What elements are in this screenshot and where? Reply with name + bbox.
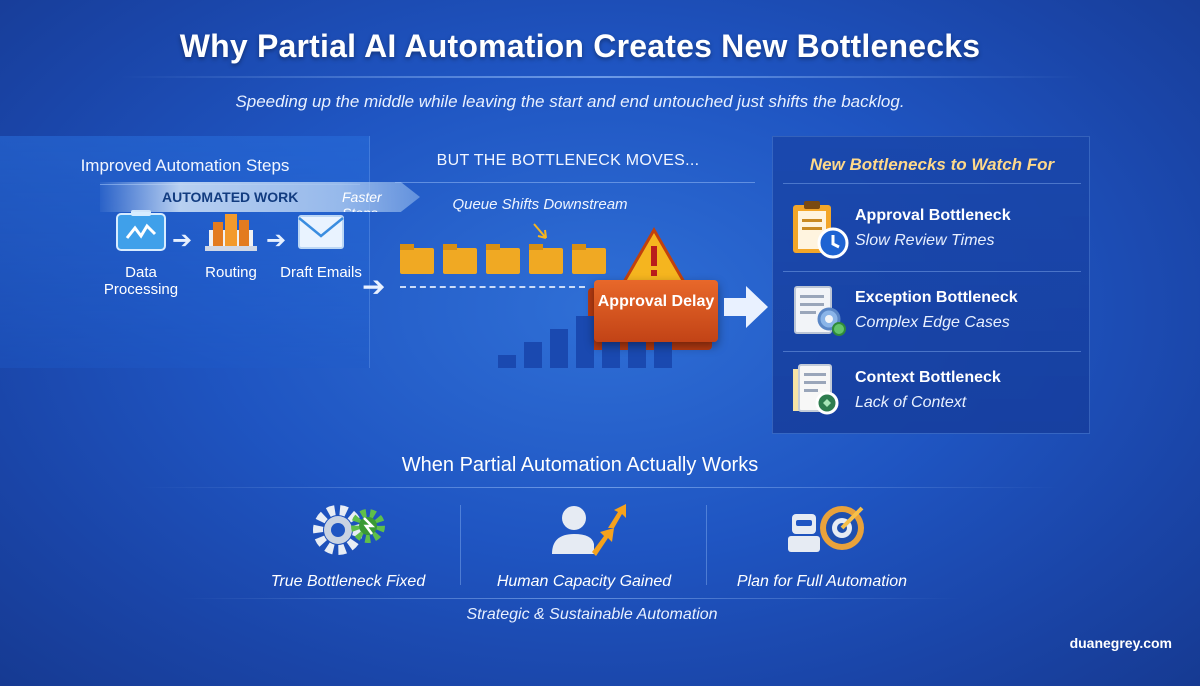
queue-bar <box>654 342 672 368</box>
bottleneck-context: Context Bottleneck Lack of Context <box>789 361 1079 425</box>
new-bottlenecks-panel: New Bottlenecks to Watch For Approval Bo… <box>772 136 1090 434</box>
queue-folders <box>400 244 606 274</box>
works-item-bottleneck-fixed: True Bottleneck Fixed <box>238 500 458 591</box>
robot-target-icon <box>788 506 864 552</box>
right-arrow-icon <box>724 286 768 328</box>
queue-dashed-line <box>400 286 585 288</box>
faster-steps-label: Faster Steps <box>342 189 382 212</box>
warning-icon <box>621 226 687 284</box>
step-arrow-icon: ➔ <box>266 227 287 254</box>
queue-diagram <box>400 223 687 368</box>
works-item-label: Plan for Full Automation <box>736 573 908 590</box>
email-icon <box>298 215 344 249</box>
folder-icon <box>572 244 606 274</box>
bottleneck-desc: Slow Review Times <box>855 232 995 249</box>
step-draft-emails: Draft Emails <box>276 208 366 281</box>
step-routing: Routing <box>186 208 276 281</box>
middle-divider <box>395 182 755 183</box>
works-item-label: True Bottleneck Fixed <box>270 573 426 590</box>
folder-icon <box>443 244 477 274</box>
page-title: Why Partial AI Automation Creates New Bo… <box>179 28 981 64</box>
works-divider <box>140 487 1060 488</box>
automated-work-label: AUTOMATED WORK <box>162 189 299 205</box>
bottleneck-desc: Complex Edge Cases <box>855 314 1010 331</box>
bottleneck-desc: Lack of Context <box>855 394 967 411</box>
flow-arrow-icon: ➔ <box>362 271 386 302</box>
folder-icon <box>529 244 563 274</box>
queue-bar <box>628 342 646 368</box>
queue-shift-label: Queue Shifts Downstream <box>452 196 628 213</box>
clipboard-clock-icon <box>793 201 849 259</box>
data-processing-icon <box>116 210 166 251</box>
tagline: Strategic & Sustainable Automation <box>466 606 718 623</box>
gears-icon <box>313 505 385 555</box>
shift-arrow-icon <box>533 223 547 239</box>
approval-delay-box: Approval Delay <box>588 280 718 350</box>
bottleneck-exception: Exception Bottleneck Complex Edge Cases <box>789 281 1079 345</box>
panel-divider <box>783 183 1081 184</box>
document-gears-icon <box>794 286 846 336</box>
step-data-processing: Data Processing <box>96 208 186 298</box>
panel-divider <box>783 351 1081 352</box>
step-label: Routing <box>205 264 257 281</box>
folder-icon <box>486 244 520 274</box>
automated-work-band: AUTOMATED WORK Faster Steps <box>100 182 420 212</box>
step-arrow-icon: ➔ <box>172 227 193 254</box>
new-bottlenecks-heading: New Bottlenecks to Watch For <box>809 155 1055 174</box>
subtitle: Speeding up the middle while leaving the… <box>235 92 905 111</box>
step-label: Data Processing <box>103 264 179 298</box>
works-item-human-capacity: Human Capacity Gained <box>474 500 694 591</box>
routing-icon <box>205 214 257 251</box>
panel-divider <box>783 271 1081 272</box>
bottleneck-moves-heading: BUT THE BOTTLENECK MOVES... <box>436 152 700 169</box>
document-context-icon <box>793 364 839 415</box>
queue-bar <box>524 342 542 368</box>
bottom-divider <box>180 598 960 599</box>
works-separator <box>460 505 461 585</box>
title-divider <box>120 76 1080 78</box>
bottleneck-title: Approval Bottleneck <box>855 207 1011 224</box>
folder-icon <box>400 244 434 274</box>
step-label: Draft Emails <box>280 264 362 281</box>
queue-bar <box>576 316 594 368</box>
works-item-label: Human Capacity Gained <box>496 573 672 590</box>
brand-watermark: duanegrey.com <box>1069 635 1172 651</box>
improved-steps-heading: Improved Automation Steps <box>80 156 290 175</box>
bottleneck-title: Context Bottleneck <box>855 369 1001 386</box>
works-item-full-automation: Plan for Full Automation <box>712 500 932 591</box>
queue-bar <box>550 329 568 368</box>
works-separator <box>706 505 707 585</box>
works-heading: When Partial Automation Actually Works <box>401 454 759 476</box>
bottleneck-approval: Approval Bottleneck Slow Review Times <box>789 199 1079 263</box>
person-growth-icon <box>552 504 626 556</box>
bottleneck-title: Exception Bottleneck <box>855 289 1018 306</box>
improved-steps-panel: Improved Automation Steps Data Processin… <box>0 136 370 368</box>
queue-bar <box>498 355 516 368</box>
